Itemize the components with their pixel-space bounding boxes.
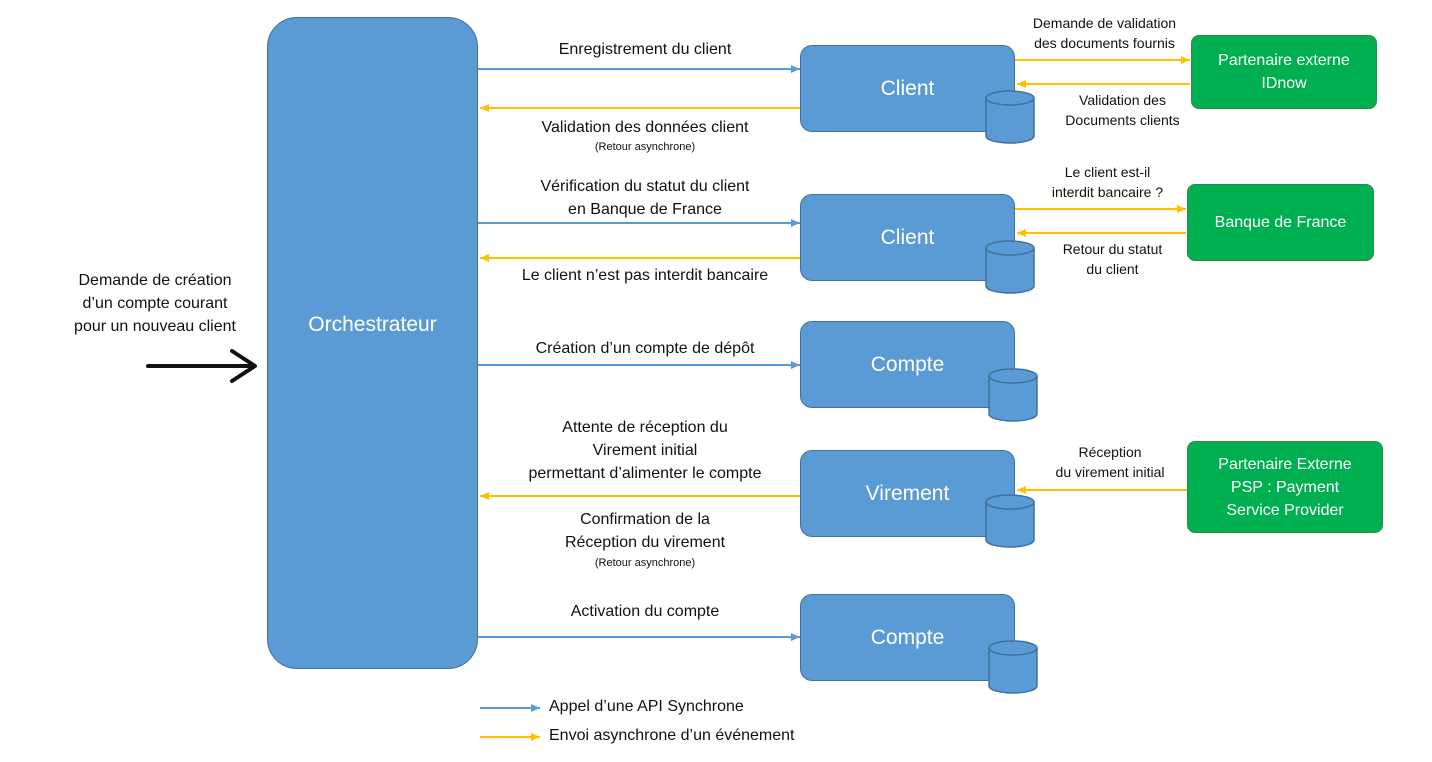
legend-sync-label: Appel d’une API Synchrone — [549, 698, 744, 715]
input-request-line: d’un compte courant — [82, 295, 228, 312]
flow-label-attente: Attente de réception du Virement initial… — [480, 416, 810, 485]
partner-flow-demande-validation: Demande de validation des documents four… — [1012, 13, 1197, 53]
service-client-1: Client — [800, 45, 1015, 132]
flow-note-async: (Retour asynchrone) — [594, 557, 696, 569]
flow-label-line: Validation des — [1079, 92, 1166, 108]
flow-label-line: Documents clients — [1065, 112, 1180, 128]
partner-label: Partenaire Externe — [1218, 455, 1352, 473]
partner-psp: Partenaire Externe PSP : Payment Service… — [1187, 441, 1383, 533]
database-icon — [985, 240, 1035, 294]
flow-label-line: Vérification du statut du client — [540, 178, 750, 195]
flow-label-line: des documents fournis — [1034, 35, 1175, 51]
flow-label-activation: Activation du compte — [570, 603, 720, 620]
flow-label-line: Retour du statut — [1062, 241, 1163, 257]
partner-idnow: Partenaire externe IDnow — [1191, 35, 1377, 109]
partner-flow-validation-docs: Validation des Documents clients — [1030, 90, 1215, 130]
partner-banque-de-france: Banque de France — [1187, 184, 1374, 261]
flow-label-line: du client — [1086, 261, 1139, 277]
flow-label-line: Le client est-il — [1064, 164, 1151, 180]
partner-label: Partenaire externe — [1218, 52, 1350, 69]
service-label: Client — [880, 76, 935, 100]
service-client-2: Client — [800, 194, 1015, 281]
partner-label: Service Provider — [1226, 501, 1344, 519]
partner-flow-reception-virement: Réception du virement initial — [1030, 442, 1190, 482]
partner-label: IDnow — [1261, 75, 1307, 92]
flow-label-confirmation: Confirmation de la Réception du virement — [480, 508, 810, 554]
flow-note-async: (Retour asynchrone) — [594, 141, 696, 153]
service-compte-2: Compte — [800, 594, 1015, 681]
database-icon — [985, 494, 1035, 548]
service-label: Compte — [870, 625, 945, 649]
flow-label-verification: Vérification du statut du client en Banq… — [480, 175, 810, 221]
orchestrator-box: Orchestrateur — [267, 17, 478, 669]
database-icon — [988, 368, 1038, 422]
flow-label-non-interdit: Le client n’est pas interdit bancaire — [521, 267, 769, 284]
flow-label-line: du virement initial — [1055, 464, 1165, 480]
partner-flow-retour-statut: Retour du statut du client — [1030, 239, 1195, 279]
database-icon — [985, 90, 1035, 144]
input-request-label: Demande de création d’un compte courant … — [40, 269, 270, 338]
flow-label-line: Virement initial — [592, 442, 698, 459]
partner-flow-interdit-question: Le client est-il interdit bancaire ? — [1025, 162, 1190, 202]
flow-label-enregistrement: Enregistrement du client — [558, 41, 732, 58]
flow-label-line: Réception — [1078, 444, 1142, 460]
flow-label-line: Demande de validation — [1032, 15, 1177, 31]
input-request-line: pour un nouveau client — [74, 318, 236, 335]
flow-label-line: en Banque de France — [568, 201, 722, 218]
flow-label-line: Réception du virement — [564, 534, 726, 551]
flow-label-line: Confirmation de la — [580, 511, 710, 528]
orchestrator-label: Orchestrateur — [308, 313, 437, 336]
service-label: Virement — [865, 481, 950, 505]
service-label: Client — [880, 225, 935, 249]
partner-label: Banque de France — [1214, 214, 1347, 231]
input-request-line: Demande de création — [78, 272, 232, 289]
service-label: Compte — [870, 352, 945, 376]
flow-label-line: interdit bancaire ? — [1051, 184, 1164, 200]
service-compte-1: Compte — [800, 321, 1015, 408]
flow-label-line: Attente de réception du — [562, 419, 728, 436]
partner-label: PSP : Payment — [1230, 478, 1340, 496]
flow-label-line: permettant d’alimenter le compte — [528, 465, 762, 482]
legend-async-label: Envoi asynchrone d’un événement — [549, 727, 795, 744]
database-icon — [988, 640, 1038, 694]
service-virement: Virement — [800, 450, 1015, 537]
flow-label-creation: Création d’un compte de dépôt — [535, 340, 755, 357]
input-arrow — [146, 349, 257, 383]
flow-label-validation: Validation des données client — [541, 119, 749, 136]
